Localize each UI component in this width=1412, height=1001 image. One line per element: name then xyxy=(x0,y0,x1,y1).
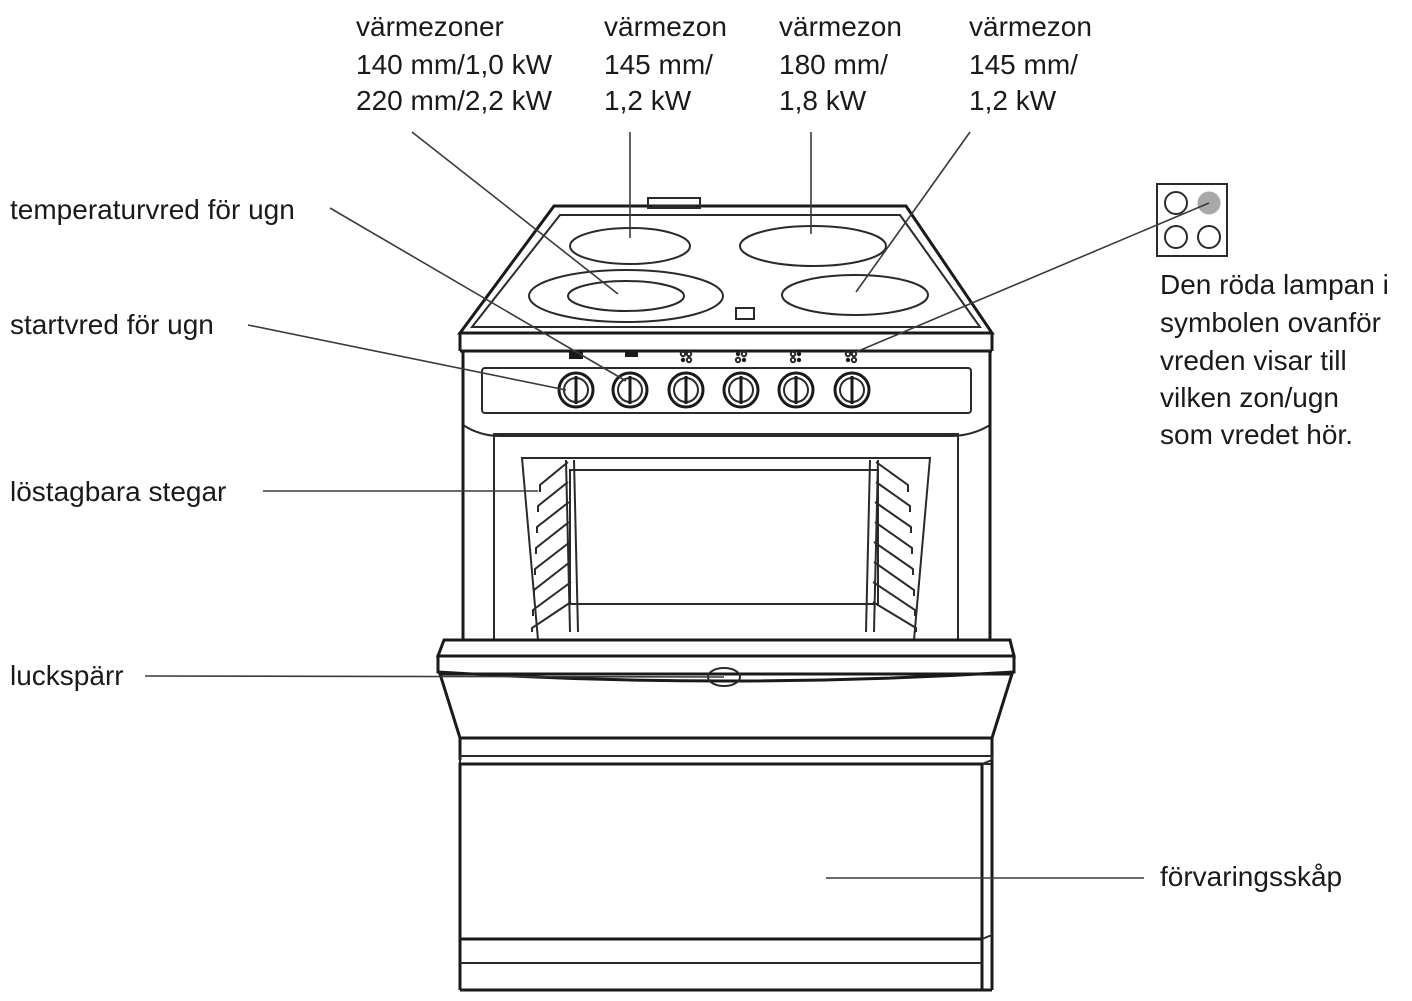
storage-compartment xyxy=(458,738,994,992)
right-rack-ladder xyxy=(865,459,917,633)
rear-vent xyxy=(647,197,701,209)
label-door-latch: luckspärr xyxy=(10,660,124,691)
lamp-note: Den röda lampan i symbolen ovanför vrede… xyxy=(1160,269,1389,450)
label-removable-racks: löstagbara stegar xyxy=(10,476,226,507)
knob-zone-2 xyxy=(722,371,760,409)
indicator-circle xyxy=(1164,191,1188,215)
zone-label-line: värmezon xyxy=(779,11,902,42)
lamp-note-line: vilken zon/ugn xyxy=(1160,382,1339,413)
hob-glass xyxy=(469,214,982,328)
leader-lines xyxy=(144,131,1210,879)
indicator-circle xyxy=(1197,225,1221,249)
door-front-panel xyxy=(437,672,1015,740)
zone-label-line: värmezoner xyxy=(356,11,504,42)
zone-label-line: värmezon xyxy=(969,11,1092,42)
hob-outline xyxy=(457,204,995,335)
zone-front-left-outer xyxy=(528,269,724,323)
zone-label-line: 1,2 kW xyxy=(969,85,1057,116)
zone-label-line: 145 mm/ xyxy=(604,49,713,80)
residual-heat-indicator xyxy=(735,307,755,320)
oven-symbol-2 xyxy=(625,352,638,357)
indicator-circle xyxy=(1164,225,1188,249)
oven-rear-panel xyxy=(569,469,879,605)
label-oven-start-knob: startvred för ugn xyxy=(10,309,214,340)
left-rack-ladder xyxy=(531,459,579,633)
knob-zone-1 xyxy=(667,371,705,409)
lamp-note-line: Den röda lampan i xyxy=(1160,269,1389,300)
leader-oven-temperature-knob xyxy=(329,207,627,382)
label-storage-compartment: förvaringsskåp xyxy=(1160,861,1342,892)
knob-oven-temperature xyxy=(611,371,649,409)
knob-zone-4 xyxy=(833,371,871,409)
zone-label-line: 1,2 kW xyxy=(604,85,692,116)
lamp-note-line: vreden visar till xyxy=(1160,345,1347,376)
lamp-note-line: symbolen ovanför xyxy=(1160,307,1381,338)
label-oven-temperature-knob: temperaturvred för ugn xyxy=(10,194,295,225)
storage-drawer xyxy=(458,762,984,941)
leader-front-right-zone xyxy=(855,131,971,293)
zone-label-line: 145 mm/ xyxy=(969,49,1078,80)
zone-front-right xyxy=(781,274,929,316)
door-top-edge xyxy=(435,638,1016,658)
oven-symbol xyxy=(569,351,583,359)
lamp-note-line: som vredet hör. xyxy=(1160,419,1353,450)
oven-cavity xyxy=(461,425,992,641)
zone-label-line: 220 mm/2,2 kW xyxy=(356,85,553,116)
leader-dual-zone xyxy=(411,131,619,295)
hob-top xyxy=(457,197,995,353)
zone-label-rear-right: värmezon 180 mm/ 1,8 kW xyxy=(779,11,902,116)
zone-label-line: värmezon xyxy=(604,11,727,42)
leader-indicator-lamp xyxy=(855,202,1210,353)
zone-label-line: 180 mm/ xyxy=(779,49,888,80)
leader-door-latch xyxy=(144,675,725,678)
oven-door xyxy=(435,638,1016,740)
knob-zone-3 xyxy=(777,371,815,409)
panel-underside xyxy=(462,424,991,437)
leader-oven-start-knob xyxy=(247,324,567,391)
zone-label-line: 1,8 kW xyxy=(779,85,867,116)
indicator-frame xyxy=(1156,183,1228,257)
zone-label-rear-left: värmezon 145 mm/ 1,2 kW xyxy=(604,11,727,116)
zone-rear-right xyxy=(739,225,887,267)
knob-strip xyxy=(481,367,972,414)
zone-label-line: 140 mm/1,0 kW xyxy=(356,49,553,80)
zone-symbols xyxy=(679,350,858,364)
control-panel xyxy=(461,350,992,437)
zone-label-front-right: värmezon 145 mm/ 1,2 kW xyxy=(969,11,1092,116)
zone-indicator-symbol xyxy=(1156,183,1228,257)
zone-label-left-dual: värmezoner 140 mm/1,0 kW 220 mm/2,2 kW xyxy=(356,11,553,116)
zone-front-left-inner xyxy=(567,280,685,312)
